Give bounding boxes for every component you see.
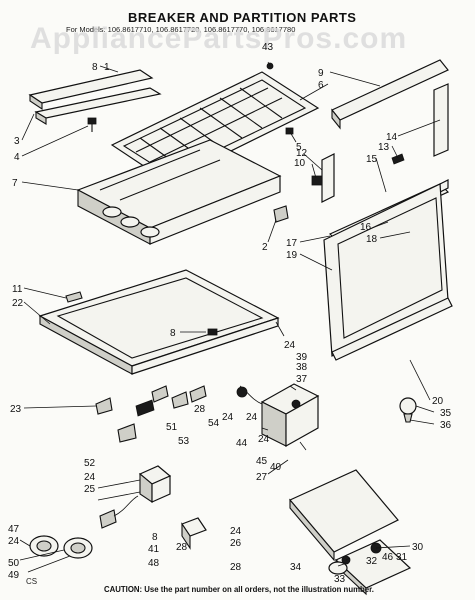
wire-connector bbox=[99, 495, 139, 529]
callout-36: 36 bbox=[440, 420, 452, 431]
callout-15: 15 bbox=[366, 154, 378, 165]
lamp-socket-left bbox=[29, 535, 59, 557]
callout-12: 12 bbox=[296, 148, 308, 159]
callout-24-g: 24 bbox=[258, 434, 270, 445]
callout-24-e: 24 bbox=[8, 536, 20, 547]
caution-note: CAUTION: Use the part number on all orde… bbox=[104, 585, 374, 594]
watermark-logo: AppliancePartsPros.com bbox=[30, 22, 407, 55]
callout-4: 4 bbox=[14, 152, 20, 163]
callout-33: 33 bbox=[334, 574, 346, 585]
callout-11: 11 bbox=[12, 284, 23, 295]
shelf-clip bbox=[65, 291, 83, 303]
callout-43: 43 bbox=[262, 42, 274, 53]
callout-31: 31 bbox=[396, 552, 408, 563]
callout-8-bottom: 8 bbox=[152, 532, 158, 543]
callout-20: 20 bbox=[432, 396, 444, 407]
callout-44: 44 bbox=[236, 438, 248, 449]
callout-27: 27 bbox=[256, 472, 268, 483]
callout-9: 9 bbox=[318, 68, 324, 79]
callout-47: 47 bbox=[8, 524, 20, 535]
callout-1: 1 bbox=[104, 62, 110, 73]
corner-code: CS bbox=[26, 577, 37, 586]
callout-50: 50 bbox=[8, 558, 20, 569]
callout-30: 30 bbox=[412, 542, 424, 553]
callout-14: 14 bbox=[386, 132, 398, 143]
callout-53: 53 bbox=[178, 436, 190, 447]
callout-28-b: 28 bbox=[176, 542, 188, 553]
callout-23: 23 bbox=[10, 404, 22, 415]
callout-49: 49 bbox=[8, 570, 20, 581]
retainer-clip bbox=[273, 205, 289, 223]
callout-17: 17 bbox=[286, 238, 298, 249]
breaker-trim-strip bbox=[28, 69, 162, 125]
partition-bottom-trim bbox=[331, 297, 453, 361]
callout-32: 32 bbox=[366, 556, 378, 567]
cam-piece bbox=[311, 175, 323, 186]
callout-51: 51 bbox=[166, 422, 178, 433]
leader-lines bbox=[19, 61, 441, 573]
callout-52: 52 bbox=[84, 458, 96, 469]
callout-6: 6 bbox=[318, 80, 324, 91]
relay-block bbox=[138, 465, 172, 504]
callout-3: 3 bbox=[14, 136, 20, 147]
control-switch-cluster bbox=[117, 385, 207, 443]
callout-24-c: 24 bbox=[246, 412, 258, 423]
callout-46: 46 bbox=[382, 552, 394, 563]
damper-cap bbox=[328, 561, 348, 575]
tray-support bbox=[95, 397, 113, 415]
callout-24-d: 24 bbox=[84, 472, 96, 483]
callout-34: 34 bbox=[290, 562, 302, 573]
callout-5: 5 bbox=[296, 142, 302, 153]
callout-16: 16 bbox=[360, 222, 372, 233]
callout-28-a: 28 bbox=[194, 404, 206, 415]
thermostat-housing bbox=[236, 383, 320, 448]
trim-screw bbox=[391, 153, 405, 165]
callout-2: 2 bbox=[262, 242, 268, 253]
partition-side-trim-left bbox=[321, 153, 335, 203]
callout-37: 37 bbox=[296, 374, 308, 385]
callout-10: 10 bbox=[294, 158, 306, 169]
callout-45: 45 bbox=[256, 456, 268, 467]
callout-18: 18 bbox=[366, 234, 378, 245]
callout-8-mid: 8 bbox=[170, 328, 176, 339]
light-bulb bbox=[399, 397, 417, 423]
model-line: For Models: 106.8617710, 106.8617720, 10… bbox=[66, 25, 295, 34]
callout-8-top: 8 bbox=[92, 62, 98, 73]
callout-38: 38 bbox=[296, 362, 308, 373]
shelf-screw bbox=[207, 328, 218, 336]
callout-labels: 1 2 3 4 5 6 7 8 8 8 9 10 11 12 13 14 15 … bbox=[8, 42, 452, 585]
small-bracket bbox=[285, 127, 294, 135]
partition-side-trim-right bbox=[433, 83, 449, 157]
callout-54: 54 bbox=[208, 418, 220, 429]
mounting-screw bbox=[87, 117, 97, 132]
air-duct-assembly bbox=[289, 469, 412, 596]
callout-39: 39 bbox=[296, 352, 308, 363]
callout-35: 35 bbox=[440, 408, 452, 419]
partition-top-trim bbox=[331, 59, 449, 130]
callout-24-b: 24 bbox=[222, 412, 234, 423]
callout-26: 26 bbox=[230, 538, 242, 549]
callout-19: 19 bbox=[286, 250, 298, 261]
callout-28-c: 28 bbox=[230, 562, 242, 573]
lamp-socket-right bbox=[63, 537, 93, 559]
callout-13: 13 bbox=[378, 142, 390, 153]
callout-24-a: 24 bbox=[284, 340, 296, 351]
callout-41: 41 bbox=[148, 544, 160, 555]
switch-mount bbox=[181, 517, 207, 550]
callout-24-f: 24 bbox=[230, 526, 242, 537]
callout-7: 7 bbox=[12, 178, 18, 189]
breaker-housing bbox=[76, 139, 282, 245]
callout-48: 48 bbox=[148, 558, 160, 569]
diagram-title: BREAKER AND PARTITION PARTS bbox=[128, 10, 356, 25]
callout-22: 22 bbox=[12, 298, 24, 309]
callout-25: 25 bbox=[84, 484, 96, 495]
shelf-tray bbox=[38, 269, 280, 375]
callout-40: 40 bbox=[270, 462, 282, 473]
